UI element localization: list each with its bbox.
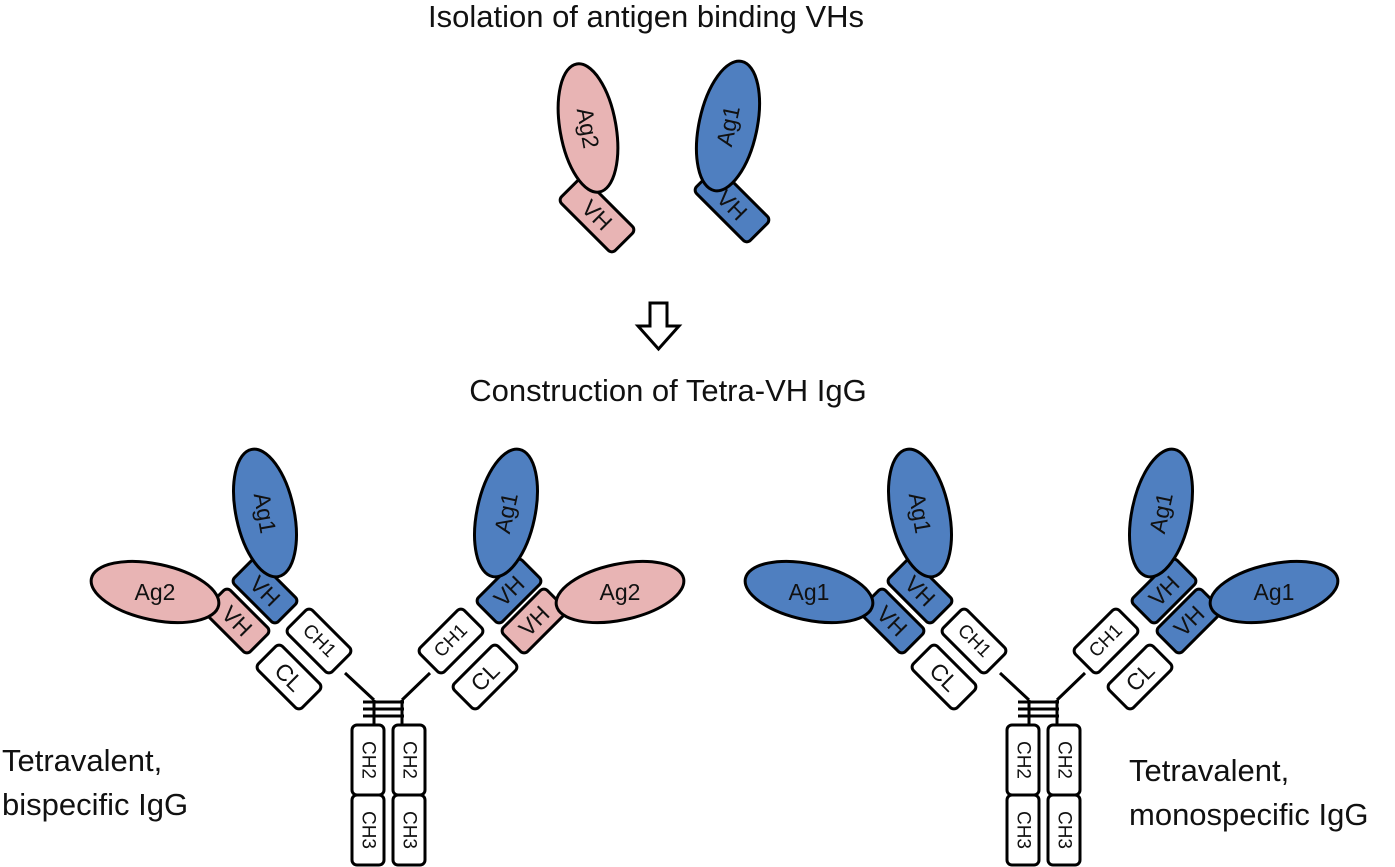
vh-domain-shape	[886, 557, 954, 625]
ag1-domain: Ag1	[887, 447, 953, 579]
ch2-domain: CH2	[1005, 723, 1041, 797]
vh-domain-shape	[231, 557, 299, 625]
ag2-domain: Ag2	[556, 62, 620, 194]
ag1-domain: Ag1	[1128, 447, 1194, 579]
down-arrow-icon	[634, 301, 683, 352]
ag1-label: Ag1	[789, 579, 830, 605]
ch2-label: CH2	[399, 741, 420, 779]
top-title: Isolation of antigen binding VHs	[427, 0, 865, 34]
cl-domain-shape	[1106, 643, 1174, 711]
ch2-domain: CH2	[1046, 723, 1082, 797]
ch2-label: CH2	[358, 741, 379, 779]
ch3-domain-shape	[1005, 793, 1041, 867]
ag2-domain-shape	[89, 559, 221, 625]
ag2-label: Ag2	[600, 579, 641, 605]
ch1-domain-shape	[940, 607, 1008, 675]
cl-domain-shape	[451, 643, 519, 711]
ch3-domain-shape	[1046, 793, 1082, 867]
ag1-domain: Ag1	[232, 447, 298, 579]
ch3-domain: CH3	[391, 793, 427, 867]
ag1-domain-shape	[1128, 447, 1194, 579]
ag1-domain-shape	[743, 559, 875, 625]
vh-domain-shape	[558, 176, 636, 254]
ch1-domain: CH1	[417, 607, 485, 675]
ch3-domain: CH3	[1005, 793, 1041, 867]
ch2-label: CH2	[1054, 741, 1075, 779]
ch3-label: CH3	[1013, 811, 1034, 849]
ag1-domain-shape	[1208, 559, 1340, 625]
ag1-domain-shape	[887, 447, 953, 579]
ag1-domain: Ag1	[694, 59, 762, 193]
ag2-domain-shape	[554, 559, 686, 625]
ag1-domain-shape	[232, 447, 298, 579]
ag1-label: Ag1	[1254, 579, 1295, 605]
ag1-domain: Ag1	[1208, 559, 1340, 625]
ch3-domain-shape	[350, 793, 386, 867]
isolated-vh-ag2: VH Ag2	[556, 62, 636, 254]
ch3-domain-shape	[391, 793, 427, 867]
vh-domain-shape	[475, 557, 543, 625]
isolated-vh-ag1: VH Ag1	[693, 59, 771, 244]
ag2-domain-shape	[556, 62, 620, 194]
ch2-domain: CH2	[391, 723, 427, 797]
cl-domain-shape	[255, 643, 323, 711]
ag1-domain-shape	[473, 447, 539, 579]
bispecific-caption-line1: Tetravalent,	[2, 743, 163, 778]
ch3-domain: CH3	[350, 793, 386, 867]
ch1-domain-shape	[1072, 607, 1140, 675]
vh-domain: VH	[475, 557, 543, 625]
ch3-label: CH3	[399, 811, 420, 849]
ch1-domain-shape	[285, 607, 353, 675]
bispecific-igg: CH2 CH3 CH2 CH3 CL CH1 VH VH Ag1 Ag2 CL …	[89, 447, 686, 867]
ag1-domain: Ag1	[473, 447, 539, 579]
vh-domain-shape	[1130, 557, 1198, 625]
bispecific-caption-line2: bispecific IgG	[2, 787, 189, 822]
ch1-domain-shape	[417, 607, 485, 675]
ag1-domain-shape	[694, 59, 762, 193]
ag1-domain: Ag1	[743, 559, 875, 625]
hinge-line	[1055, 671, 1087, 702]
hinge-line	[400, 671, 432, 702]
hinge-line	[343, 671, 376, 702]
ch3-label: CH3	[358, 811, 379, 849]
cl-domain-shape	[910, 643, 978, 711]
ch2-domain: CH2	[350, 723, 386, 797]
ag2-domain: Ag2	[554, 559, 686, 625]
ch3-label: CH3	[1054, 811, 1075, 849]
hinge-line	[998, 671, 1031, 702]
monospecific-caption-line1: Tetravalent,	[1129, 753, 1290, 788]
isolated-vh-group: VH Ag2 VH Ag1	[556, 59, 771, 254]
cl-domain: CL	[255, 643, 323, 711]
ag2-domain: Ag2	[89, 559, 221, 625]
monospecific-igg: CH2 CH3 CH2 CH3 CL CH1 VH VH Ag1 Ag1 CL …	[743, 447, 1340, 867]
monospecific-caption-line2: monospecific IgG	[1129, 797, 1369, 832]
middle-title: Construction of Tetra-VH IgG	[469, 373, 867, 408]
ch3-domain: CH3	[1046, 793, 1082, 867]
ch2-label: CH2	[1013, 741, 1034, 779]
ag2-label: Ag2	[135, 579, 176, 605]
